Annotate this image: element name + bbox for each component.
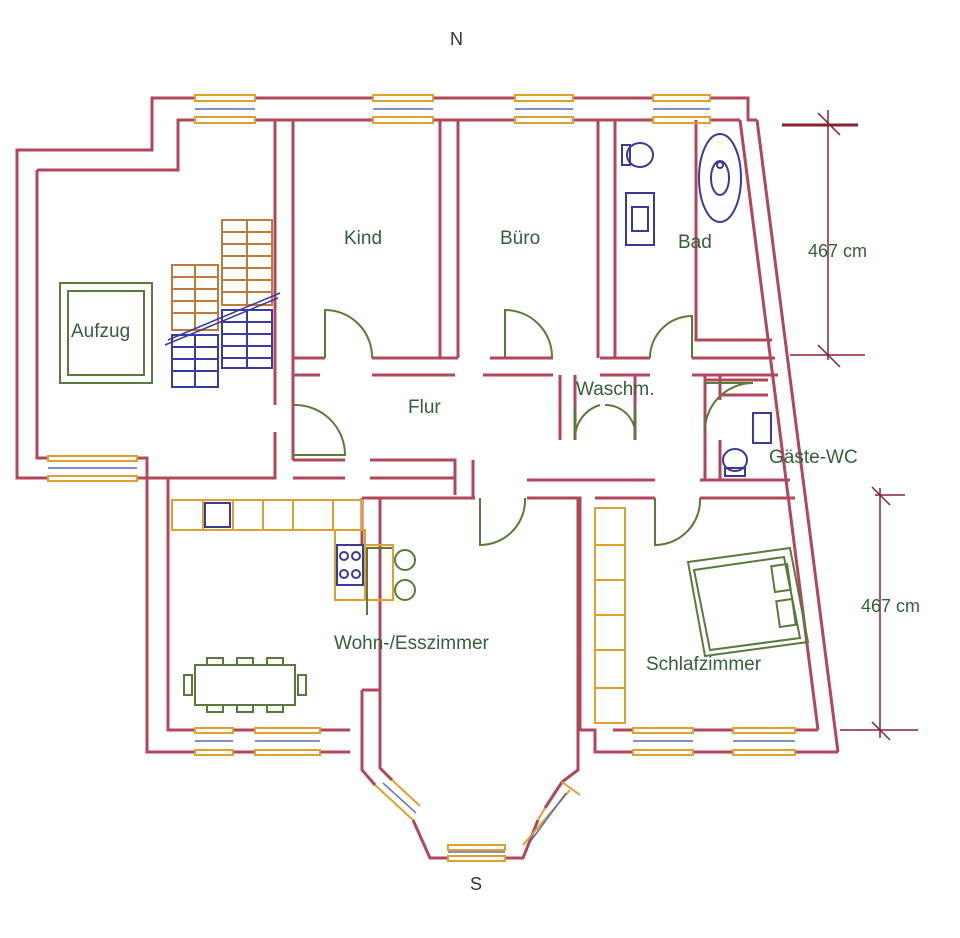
doors xyxy=(292,308,754,547)
room-label-aufzug: Aufzug xyxy=(71,321,131,342)
bathroom-fixtures xyxy=(621,133,772,477)
dining-table xyxy=(183,657,307,713)
kitchen xyxy=(171,499,394,601)
room-label-gaeste-wc: Gäste-WC xyxy=(769,447,858,468)
room-label-flur: Flur xyxy=(408,397,441,418)
bar-stools xyxy=(366,547,416,615)
kitchen-appliances xyxy=(204,502,364,586)
dimension-lines xyxy=(782,110,918,741)
dimension-label-lower: 467 cm xyxy=(861,596,921,616)
compass-south: S xyxy=(470,874,483,894)
dimension-label-upper: 467 cm xyxy=(808,241,868,261)
room-label-schlafzimmer: Schlafzimmer xyxy=(646,654,762,675)
room-label-kind: Kind xyxy=(344,228,383,249)
room-label-bad: Bad xyxy=(678,232,712,253)
bed xyxy=(686,546,810,658)
elevator-shaft xyxy=(59,282,153,384)
compass-north: N xyxy=(450,29,463,49)
windows xyxy=(47,94,796,862)
wardrobe xyxy=(594,507,626,724)
outer-walls xyxy=(15,96,840,860)
room-label-buero: Büro xyxy=(500,228,541,249)
staircase xyxy=(164,219,281,388)
room-label-waschm: Waschm. xyxy=(576,379,655,400)
room-label-wohnzimmer: Wohn-/Esszimmer xyxy=(334,633,489,654)
